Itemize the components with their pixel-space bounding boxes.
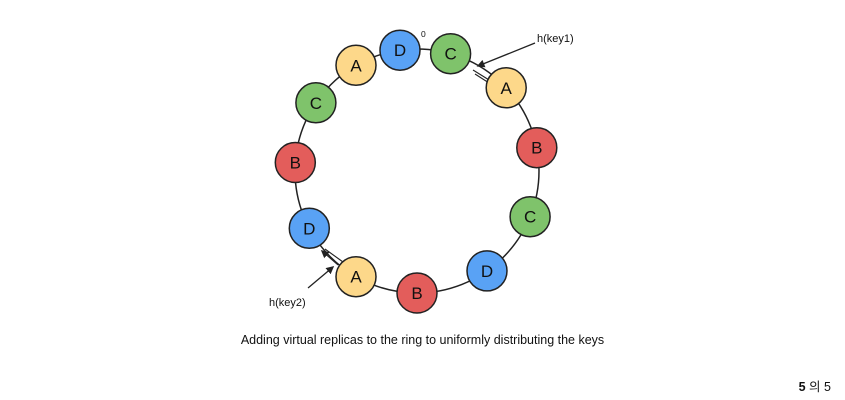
ring-node-a: A xyxy=(335,255,377,298)
ring-node-circle xyxy=(335,44,377,87)
ring-node-label: C xyxy=(310,94,322,113)
ring-node-label: D xyxy=(394,41,406,60)
ring-node-label: D xyxy=(481,262,493,281)
ring-node-circle xyxy=(429,32,472,75)
ring-node-circle xyxy=(466,250,508,292)
key2-label: h(key2) xyxy=(269,297,306,309)
ring-node-label: A xyxy=(501,79,513,98)
ring-node-label: A xyxy=(350,56,362,75)
ring-node-c: C xyxy=(509,195,551,238)
ring-node-c: C xyxy=(295,82,337,124)
ring-node-label: B xyxy=(290,154,301,173)
ring-node-label: C xyxy=(444,45,456,64)
current-page: 5 xyxy=(798,380,806,394)
key1-pointer-arrow xyxy=(476,42,536,68)
key2-travel-arrow xyxy=(320,250,339,266)
ring-node-label: B xyxy=(531,139,542,158)
key2-pointer-arrow xyxy=(307,266,335,289)
ring-zero-label: 0 xyxy=(421,29,426,39)
ring-node-a: A xyxy=(335,44,377,87)
ring-node-circle xyxy=(516,126,558,169)
figure-caption: Adding virtual replicas to the ring to u… xyxy=(240,333,605,347)
total-pages: 5 xyxy=(824,380,831,394)
ring-node-c: C xyxy=(429,32,472,75)
ring-node-circle xyxy=(485,67,527,109)
ring-node-circle xyxy=(288,207,331,250)
ring-node-label: B xyxy=(411,284,422,303)
page-separator: 의 xyxy=(809,380,821,394)
ring-node-d: D xyxy=(288,207,331,250)
key1-label: h(key1) xyxy=(537,33,574,45)
ring-node-b: B xyxy=(396,272,438,314)
ring-nodes: C A B C D B A D B C A D xyxy=(274,29,558,314)
ring-node-d: D xyxy=(379,29,421,71)
ring-node-label: A xyxy=(350,268,362,287)
ring-node-label: C xyxy=(524,208,536,227)
ring-node-b: B xyxy=(274,141,317,184)
ring-node-circle xyxy=(379,29,421,71)
ring-node-circle xyxy=(335,255,377,298)
ring-node-circle xyxy=(295,82,337,124)
ring-node-d: D xyxy=(466,250,508,292)
ring-node-circle xyxy=(509,195,551,238)
ring-node-label: D xyxy=(303,219,315,238)
ring-node-circle xyxy=(396,272,438,314)
ring-node-a: A xyxy=(485,67,527,109)
ring-node-b: B xyxy=(516,126,558,169)
page-indicator: 5 의 5 xyxy=(799,376,831,395)
ring-node-circle xyxy=(274,141,317,184)
